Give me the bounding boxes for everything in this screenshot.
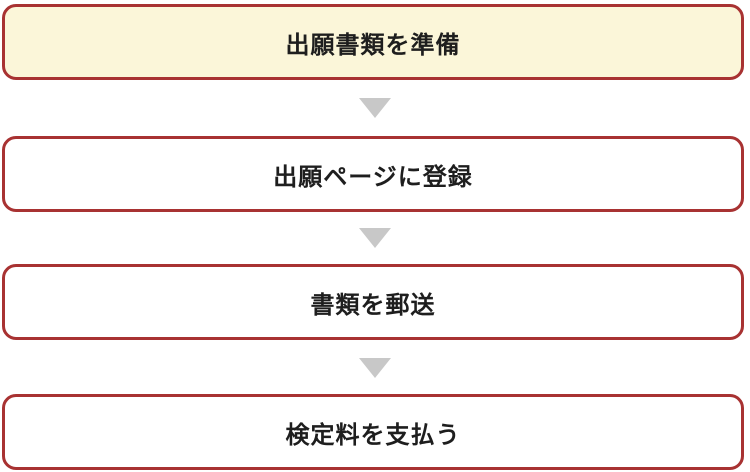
step-label: 出願書類を準備 [285,30,461,59]
step-label: 書類を郵送 [310,290,436,319]
down-arrow-icon [359,358,391,378]
step-register-application-page: 出願ページに登録 [2,136,744,212]
down-arrow-icon [359,98,391,118]
step-prepare-documents: 出願書類を準備 [2,4,744,80]
step-mail-documents: 書類を郵送 [2,264,744,340]
down-arrow-icon [359,228,391,248]
step-pay-exam-fee: 検定料を支払う [2,394,744,470]
step-label: 検定料を支払う [285,420,461,449]
step-label: 出願ページに登録 [273,162,473,191]
